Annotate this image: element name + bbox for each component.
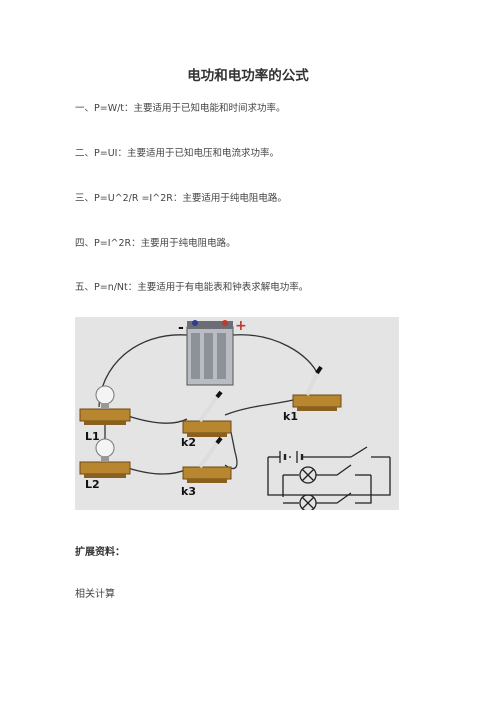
- battery-plus-label: +: [235, 318, 247, 334]
- lamp-l2-icon: [79, 438, 131, 478]
- formula-line-1: 一、P=W/t：主要适用于已知电能和时间求功率。: [75, 103, 286, 114]
- switch-k1-icon: [292, 365, 342, 411]
- label-l2: L2: [85, 478, 100, 491]
- label-k3: k3: [181, 485, 196, 498]
- formula-line-3: 三、P=U^2/R =I^2R：主要适用于纯电阻电路。: [75, 193, 287, 204]
- switch-k3-icon: [182, 436, 232, 483]
- formula-line-5: 五、P=n/Nt：主要适用于有电能表和钟表求解电功率。: [75, 282, 309, 293]
- label-l1: L1: [85, 430, 100, 443]
- circuit-figure: - +: [75, 317, 399, 510]
- circuit-illustration: - +: [79, 318, 391, 510]
- switch-k2-icon: [182, 390, 232, 437]
- related-heading: 相关计算: [75, 589, 115, 600]
- battery-icon: [186, 320, 234, 386]
- label-k1: k1: [283, 410, 298, 423]
- extension-heading: 扩展资料：: [75, 547, 125, 558]
- formula-line-2: 二、P=UI：主要适用于已知电压和电流求功率。: [75, 148, 279, 159]
- formula-line-4: 四、P=I^2R：主要用于纯电阻电路。: [75, 238, 236, 249]
- page-title: 电功和电功率的公式: [187, 68, 309, 84]
- lamp-l1-icon: [79, 385, 131, 425]
- circuit-schematic: [267, 446, 391, 510]
- label-k2: k2: [181, 436, 196, 449]
- battery-minus-label: -: [178, 320, 184, 336]
